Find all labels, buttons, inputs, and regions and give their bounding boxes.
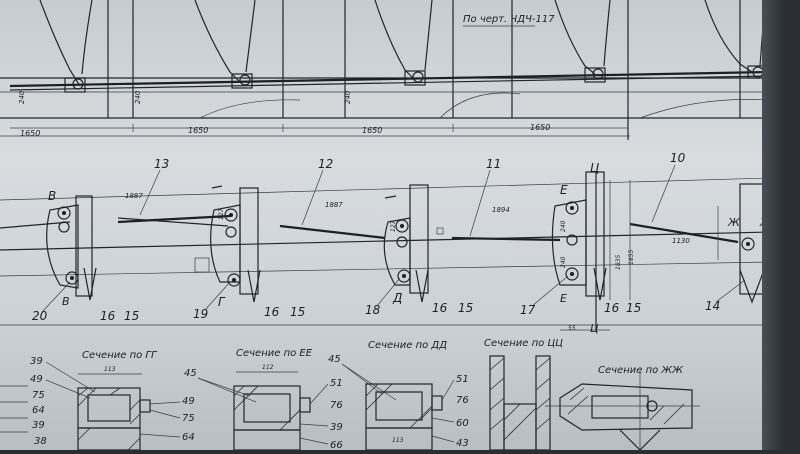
letter-v-bottom: В xyxy=(62,295,70,308)
part-14: 14 xyxy=(705,299,720,313)
top-small-1: 240 xyxy=(18,90,26,104)
part-16-d: 16 xyxy=(604,301,620,315)
callout-45-dd: 45 xyxy=(328,354,341,365)
part-16-a: 16 xyxy=(100,309,116,323)
lever-group-d xyxy=(383,184,561,303)
vdim-4: 240 xyxy=(560,256,567,268)
mid-dim-1: 1887 xyxy=(125,192,143,200)
part-16-b: 16 xyxy=(264,305,280,319)
callout-43-dd: 43 xyxy=(456,438,469,449)
section-dd: 45 113 51 76 60 43 xyxy=(328,354,469,451)
section-title-zhzh: Сечение по ЖЖ xyxy=(598,365,684,376)
rod-label-11: 11 xyxy=(486,157,501,171)
rod-label-10: 10 xyxy=(670,151,686,165)
top-dim-4: 1650 xyxy=(530,123,550,132)
part-17: 17 xyxy=(520,303,536,317)
part-16-c: 16 xyxy=(432,301,448,315)
left-callouts: 39 49 75 64 39 38 xyxy=(0,356,96,447)
letter-ts-bottom: Ц xyxy=(590,322,599,335)
letter-e-bottom: Е xyxy=(560,292,567,305)
letter-ts-top: Ц xyxy=(590,161,599,175)
frame-edge xyxy=(762,0,800,450)
letter-g: Г xyxy=(218,295,226,309)
section-title-ee: Сечение по ЕЕ xyxy=(236,348,313,359)
callout-66-ee: 66 xyxy=(330,440,343,450)
callout-39-a: 39 xyxy=(30,356,43,367)
callout-51-dd: 51 xyxy=(456,374,469,385)
part-15-a: 15 xyxy=(124,309,139,323)
mid-dim-4: 1130 xyxy=(672,237,690,245)
callout-49-gg: 49 xyxy=(182,396,195,407)
vdim-5: 1835 xyxy=(615,255,622,270)
section-title-gg: Сечение по ГГ xyxy=(82,350,158,361)
top-dim-1: 1650 xyxy=(20,129,40,138)
section-gg: 113 49 75 64 xyxy=(77,366,195,451)
mid-dim-3: 1894 xyxy=(492,206,510,214)
top-small-3: 240 xyxy=(344,90,352,104)
vdim-1: 127 xyxy=(218,208,225,220)
callout-38: 38 xyxy=(34,436,47,447)
callout-60-dd: 60 xyxy=(456,418,469,429)
callout-75-a: 75 xyxy=(32,390,45,401)
vdim-2: 127 xyxy=(390,220,397,232)
part-15-d: 15 xyxy=(626,301,641,315)
lever-group-e xyxy=(551,171,739,331)
vdim-3: 240 xyxy=(560,220,567,232)
callout-49-a: 49 xyxy=(30,374,43,385)
section-title-dd: Сечение по ДД xyxy=(368,340,447,351)
callout-39-ee: 39 xyxy=(330,422,343,433)
letter-d: Д xyxy=(392,291,402,305)
letter-e-top: Е xyxy=(560,183,568,197)
middle-lever-view: 13 12 11 10 1887 1887 1894 1130 127 127 … xyxy=(0,151,773,335)
part-15-c: 15 xyxy=(458,301,473,315)
rod-label-12: 12 xyxy=(318,157,333,171)
section-dim-ee: 112 xyxy=(262,364,274,371)
part-15-b: 15 xyxy=(290,305,305,319)
rod-label-13: 13 xyxy=(154,157,169,171)
section-ee: 112 45 51 76 39 66 xyxy=(184,364,343,451)
mid-dim-2: 1887 xyxy=(325,201,343,209)
dim-55: 55 xyxy=(568,325,576,332)
section-tsts xyxy=(489,355,551,451)
ref-note: По черт. ЧДЧ-117 xyxy=(463,14,555,25)
section-dim-dd: 113 xyxy=(392,437,404,444)
callout-75-gg: 75 xyxy=(182,413,195,424)
part-20: 20 xyxy=(32,309,48,323)
part-18: 18 xyxy=(365,303,381,317)
top-small-2: 240 xyxy=(134,90,142,104)
top-dim-3: 1650 xyxy=(362,126,382,135)
callout-76-ee: 76 xyxy=(330,400,343,411)
section-zhzh xyxy=(545,370,700,451)
lever-group-g xyxy=(117,185,386,303)
vdim-6: 1855 xyxy=(628,250,635,265)
letter-v: В xyxy=(48,189,56,203)
callout-76-dd: 76 xyxy=(456,395,469,406)
section-dim-gg: 113 xyxy=(104,366,116,373)
top-assembly-view: По черт. ЧДЧ-117 1650 1650 1650 1650 240… xyxy=(0,0,771,140)
section-title-tsts: Сечение по ЦЦ xyxy=(484,338,563,349)
callout-45-ee: 45 xyxy=(184,368,197,379)
callout-39-b: 39 xyxy=(32,420,45,431)
lever-group-v xyxy=(0,195,231,301)
callout-64-a: 64 xyxy=(32,405,45,416)
callout-64-gg: 64 xyxy=(182,432,195,443)
letter-zh-1: Ж xyxy=(727,216,741,229)
part-19: 19 xyxy=(193,307,208,321)
lever-group-zh xyxy=(717,183,765,304)
sections-row: Сечение по ГГ Сечение по ЕЕ Сечение по Д… xyxy=(0,324,770,451)
callout-51-ee: 51 xyxy=(330,378,343,389)
top-dim-2: 1650 xyxy=(188,126,208,135)
